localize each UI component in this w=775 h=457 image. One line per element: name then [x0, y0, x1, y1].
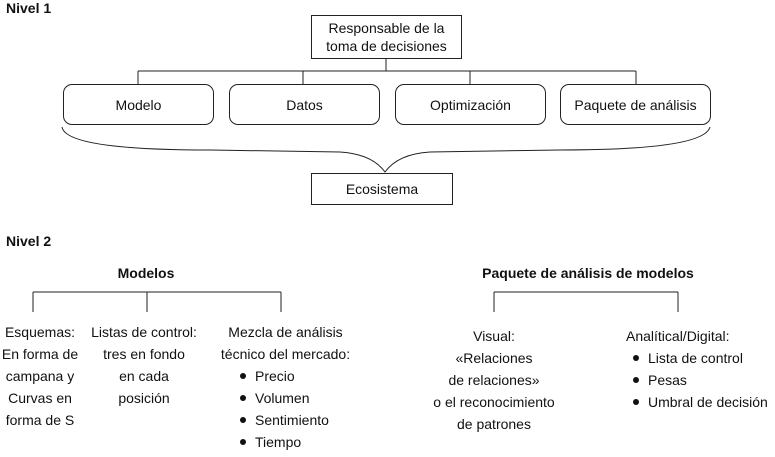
models-technical-block: Mezcla de análisis técnico del mercado: … — [208, 321, 363, 453]
node-modelo: Modelo — [63, 84, 214, 125]
technical-bullet-text: Tiempo — [255, 434, 302, 450]
analytic-bullet-text: Lista de control — [648, 350, 743, 366]
schemes-line-2: En forma de — [1, 346, 79, 362]
bullet-icon — [240, 395, 246, 401]
checklists-line-2: tres en fondo — [103, 346, 185, 362]
models-schemes-block: Esquemas: En forma de campana y Curvas e… — [0, 321, 80, 431]
analytic-bullet-list: Lista de control Pesas Umbral de decisió… — [618, 347, 775, 413]
technical-bullet-list: Precio Volumen Sentimiento Tiempo — [208, 365, 363, 453]
analytic-bullet-item: Lista de control — [633, 347, 775, 369]
ecosystem-box: Ecosistema — [311, 173, 453, 205]
level1-title: Nivel 1 — [6, 0, 52, 16]
technical-bullet-item: Volumen — [240, 387, 363, 409]
bullet-icon — [633, 399, 639, 405]
technical-line-1: Mezcla de análisis — [228, 324, 343, 340]
technical-bullet-item: Precio — [240, 365, 363, 387]
bullet-icon — [240, 439, 246, 445]
package-heading: Paquete de análisis de modelos — [482, 265, 694, 281]
schemes-line-4: Curvas en — [8, 390, 72, 406]
technical-line-2: técnico del mercado: — [220, 346, 351, 362]
decision-maker-line-1: Responsable de la — [328, 20, 445, 36]
bullet-icon — [240, 373, 246, 379]
visual-line-5: de patrones — [457, 416, 531, 432]
level2-title: Nivel 2 — [6, 233, 52, 249]
schemes-line-5: forma de S — [5, 412, 75, 428]
schemes-line-1: Esquemas: — [4, 324, 76, 340]
visual-line-3: de relaciones» — [448, 372, 540, 388]
analytic-bullet-text: Pesas — [648, 372, 687, 388]
bullet-icon — [633, 355, 639, 361]
technical-bullet-text: Sentimiento — [255, 412, 329, 428]
models-checklists-block: Listas de control: tres en fondo en cada… — [84, 321, 204, 409]
analytic-bullet-item: Pesas — [633, 369, 775, 391]
curly-brace — [61, 126, 711, 173]
checklists-line-1: Listas de control: — [91, 324, 197, 340]
node-paquete-analisis: Paquete de análisis — [560, 84, 711, 125]
technical-bullet-item: Sentimiento — [240, 409, 363, 431]
node-datos: Datos — [229, 84, 380, 125]
technical-bullet-item: Tiempo — [240, 431, 363, 453]
schemes-line-3: campana y — [5, 368, 75, 384]
node-optimizacion: Optimización — [395, 84, 546, 125]
analytic-bullet-text: Umbral de decisión — [648, 394, 768, 410]
bullet-icon — [633, 377, 639, 383]
decision-maker-box: Responsable de la toma de decisiones — [311, 15, 462, 59]
visual-line-2: «Relaciones — [455, 350, 533, 366]
analytic-title: Analítical/Digital: — [626, 328, 730, 344]
analytic-bullet-item: Umbral de decisión — [633, 391, 775, 413]
checklists-line-3: en cada — [119, 368, 169, 384]
bullet-icon — [240, 417, 246, 423]
technical-bullet-text: Precio — [255, 368, 295, 384]
models-heading: Modelos — [117, 265, 175, 281]
package-visual-block: Visual: «Relaciones de relaciones» o el … — [414, 325, 574, 435]
checklists-line-4: posición — [118, 390, 170, 406]
package-analytic-block: Analítical/Digital: Lista de control Pes… — [618, 325, 775, 413]
technical-bullet-text: Volumen — [255, 390, 310, 406]
visual-line-4: o el reconocimiento — [433, 394, 555, 410]
visual-line-1: Visual: — [473, 328, 515, 344]
decision-maker-line-2: toma de decisiones — [326, 38, 447, 54]
